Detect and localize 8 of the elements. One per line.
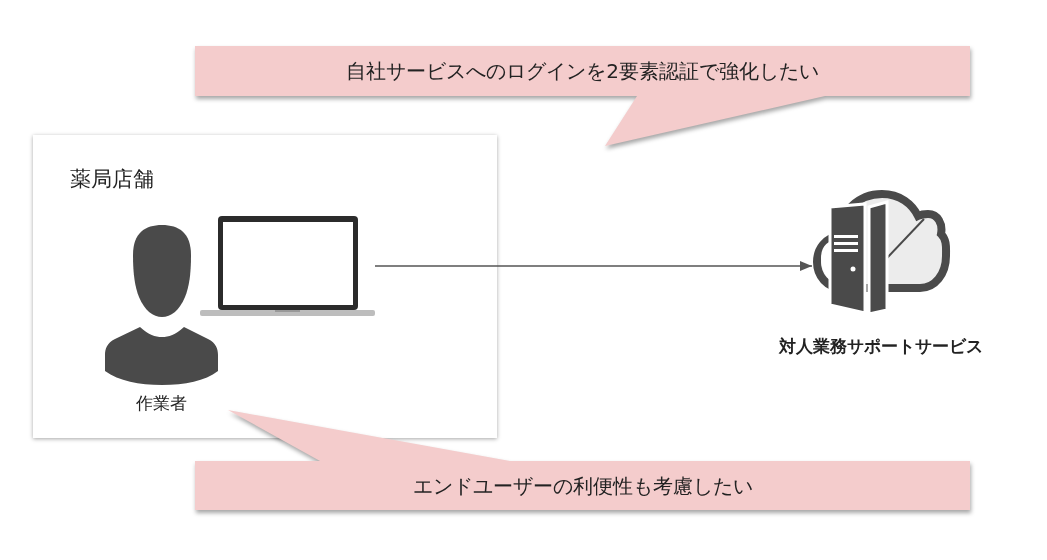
arrow xyxy=(374,261,813,271)
store-panel xyxy=(33,135,497,438)
callout-text: エンドユーザーの利便性も考慮したい xyxy=(411,473,754,498)
service-label: 対人業務サポートサービス xyxy=(779,336,983,357)
panel-heading: 薬局店舗 xyxy=(70,167,154,193)
laptop-icon xyxy=(200,216,375,316)
person-label: 作業者 xyxy=(136,393,187,414)
callout-text: 自社サービスへのログインを2要素認証で強化したい xyxy=(345,59,820,83)
